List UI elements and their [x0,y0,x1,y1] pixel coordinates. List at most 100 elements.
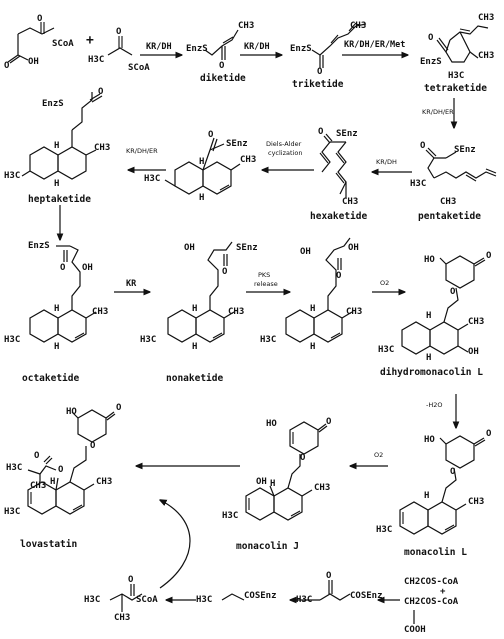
lov-ho: HO [66,407,77,417]
monacolin-j-name: monacolin J [236,541,299,552]
lov-o-2: O [90,441,96,451]
octaketide-oh: OH [82,263,93,273]
sc-plus: + [440,587,446,597]
sc-ch2coscoa-1: CH2COS-CoA [404,577,459,587]
monacolin-l-structure [399,435,486,535]
heptaketide-h3c: H3C [4,171,21,181]
dhml-oh: OH [468,347,479,357]
monacolin-l-name: monacolin L [404,547,467,558]
ml-o-1: O [486,429,492,439]
nonaketide-oh: OH [184,243,195,253]
diketide-structure [204,29,239,60]
dhml-h-2: H [426,353,432,363]
reaction-label-r12: O2 [374,451,384,459]
lov-o-3: O [34,451,40,461]
nonaketide-ch3: CH3 [228,307,245,317]
atom-o-3: O [116,27,122,37]
lov-o-4: O [58,465,64,475]
ml-h3c: H3C [376,525,393,535]
acid-oh-1: OH [300,247,311,257]
acid-h-1: H [310,304,316,314]
dhml-h3c: H3C [378,345,395,355]
da-h3c: H3C [144,174,161,184]
tetraketide-ch3: CH3 [478,13,495,23]
heptaketide-enzs: EnzS [42,99,64,109]
sc-h3c-2: H3C [196,595,213,605]
sc-h3c-3: H3C [296,595,313,605]
sc-o-1: O [128,575,134,585]
reaction-label-r10: O2 [380,279,390,287]
triketide-ch3: CH3 [350,21,367,31]
tetraketide-o: O [428,33,434,43]
sc-scoa: SCoA [136,595,158,605]
malonyl-coa-structure [7,22,55,64]
pentaketide-structure [425,147,497,182]
hexaketide-name: hexaketide [310,211,368,222]
diketide-ch3: CH3 [238,21,255,31]
lovastatin-name: lovastatin [20,539,78,550]
triketide-structure [311,22,367,68]
diels-alder-product-structure [164,137,241,195]
lov-ch3-1: CH3 [30,481,47,491]
nonaketide-name: nonaketide [166,373,224,384]
ml-ho: HO [424,435,435,445]
sc-cosenz-2: COSEnz [350,591,383,601]
acid-oh-2: OH [348,243,359,253]
reaction-label-r9-line2: release [254,280,278,288]
dhml-o-1: O [486,251,492,261]
triketide-enzs: EnzS [290,44,312,54]
tetraketide-name: tetraketide [424,83,487,94]
pentaketide-o: O [420,141,426,151]
octaketide-h-2: H [54,342,60,352]
curved-arrow-side-chain [160,500,191,589]
hexaketide-senz: SEnz [336,129,358,139]
acid-ch3: CH3 [346,307,363,317]
nonaketide-h-1: H [192,304,198,314]
reaction-label-r6-line2: cyclization [268,149,303,157]
reaction-label-r11: -H2O [426,401,443,409]
nonaketide-h3c: H3C [140,335,157,345]
free-acid-structure [285,237,353,343]
ml-ch3: CH3 [468,497,485,507]
sc-ch2coscoa-2: CH2COS-CoA [404,597,459,607]
malonyl-scoa-label: SCoA [52,39,74,49]
acetyl-coa-structure [107,36,133,56]
side-chain-acetoacetyl-structure [319,580,351,601]
reaction-label-r1: KR/DH [146,42,172,52]
octaketide-structure [29,245,97,343]
dihydromonacolin-l-name: dihydromonacolin L [380,367,483,378]
heptaketide-ch3: CH3 [94,143,111,153]
reaction-label-r4: KR/DH/ER [422,108,454,116]
octaketide-h3c: H3C [4,335,21,345]
acetyl-scoa-label: SCoA [128,63,150,73]
reaction-label-r7: KR/DH/ER [126,147,158,155]
dhml-o-2: O [450,287,456,297]
lov-h: H [50,477,56,487]
acid-o: O [336,271,342,281]
reaction-label-r2: KR/DH [244,42,270,52]
triketide-o: O [317,67,323,77]
octaketide-enzs: EnzS [28,241,50,251]
lov-o-1: O [116,403,122,413]
ml-o-2: O [450,467,456,477]
sc-cooh: COOH [404,625,426,635]
side-chain-final-structure [109,584,143,612]
heptaketide-name: heptaketide [28,194,91,205]
reaction-label-r6-line1: Diels-Alder [266,140,302,148]
octaketide-o: O [60,263,66,273]
monacolin-j-structure [245,421,328,521]
atom-o-2: O [4,61,10,71]
heptaketide-h-1: H [54,141,60,151]
nonaketide-structure [167,241,235,343]
reaction-label-r5: KR/DH [376,158,397,166]
dihydromonacolin-l-structure [401,255,486,355]
atom-oh-1: OH [28,57,39,67]
diketide-enzs: EnzS [186,44,208,54]
sc-cosenz-1: COSEnz [244,591,277,601]
tetraketide-ch3-b: CH3 [478,51,495,61]
lov-ch3-2: CH3 [96,477,113,487]
nonaketide-o: O [222,267,228,277]
diketide-name: diketide [200,73,246,84]
octaketide-h-1: H [54,304,60,314]
